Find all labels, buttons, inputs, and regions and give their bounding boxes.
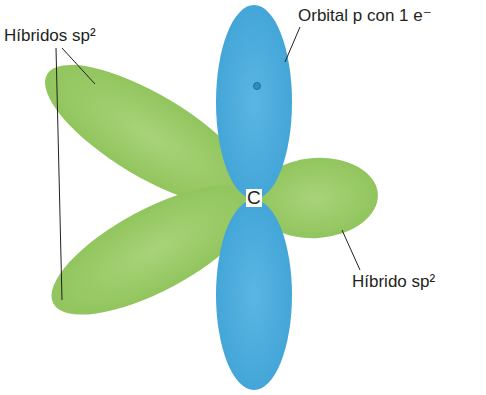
atom-symbol: C — [246, 189, 262, 207]
leader-line — [56, 48, 62, 300]
leader-line — [62, 48, 95, 84]
orbital-label: Orbital p con 1 e⁻ — [298, 6, 432, 26]
hybrid-lobes — [26, 39, 381, 340]
hybrid-label: Híbridos sp² — [4, 26, 96, 46]
leader-line — [342, 230, 360, 270]
leader-lines — [56, 27, 360, 300]
leader-line — [285, 27, 300, 62]
p-lobe — [216, 5, 292, 199]
hybrid-label: Híbrido sp² — [352, 272, 435, 292]
electron-dot — [254, 83, 261, 90]
p-orbital — [216, 5, 292, 390]
p-lobe — [216, 200, 292, 390]
